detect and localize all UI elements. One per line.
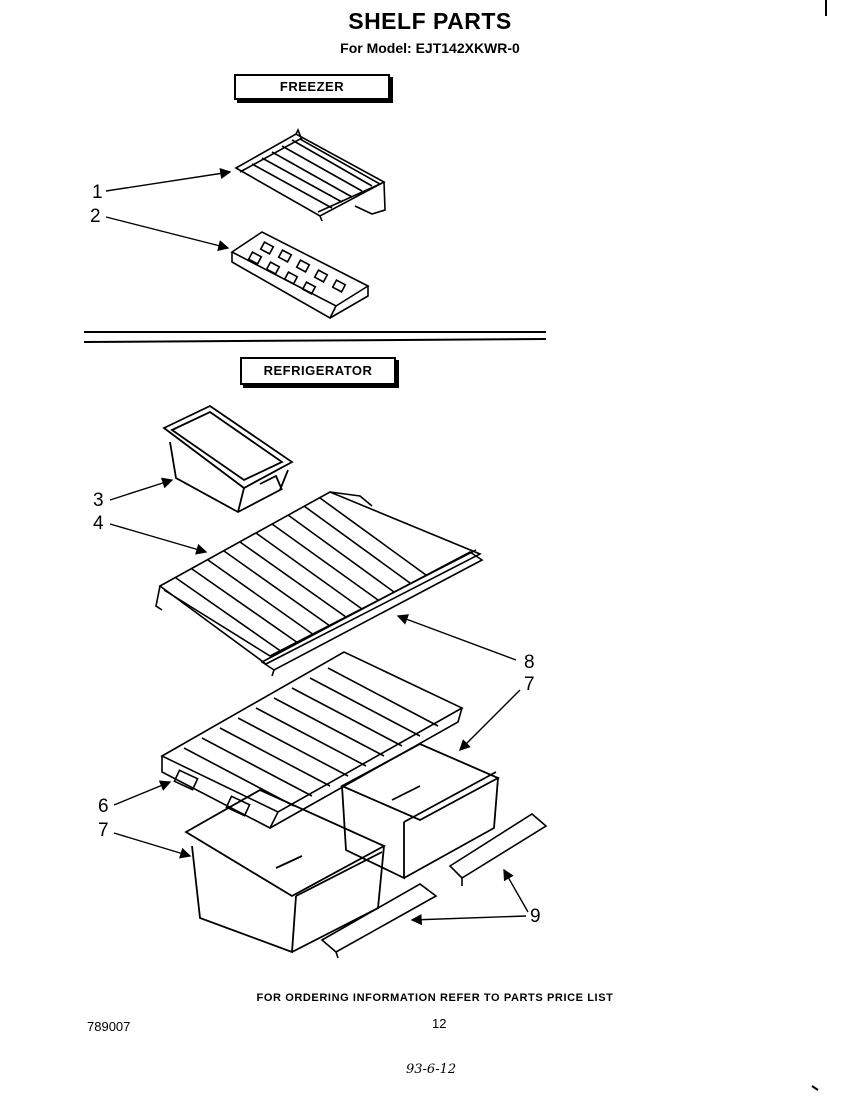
ice-cube-tray bbox=[230, 231, 370, 320]
callout-4: 4 bbox=[93, 513, 104, 534]
document-number: 789007 bbox=[87, 1019, 131, 1034]
callout-6: 6 bbox=[98, 796, 109, 817]
crisper-cover bbox=[160, 651, 464, 830]
freezer-wire-shelf bbox=[234, 128, 386, 222]
crisper-rail-right bbox=[448, 813, 548, 886]
crisper-drawer-right bbox=[339, 743, 501, 880]
page-number: 12 bbox=[432, 1016, 447, 1031]
refrigerator-section-label: REFRIGERATOR bbox=[240, 357, 396, 385]
callout-8: 8 bbox=[524, 652, 535, 673]
callout-9: 9 bbox=[530, 906, 541, 927]
callout-3: 3 bbox=[93, 490, 104, 511]
page-title: SHELF PARTS bbox=[348, 8, 512, 34]
callout-7-right-drawer: 7 bbox=[524, 674, 535, 695]
model-line: For Model: EJT142XKWR-0 bbox=[340, 40, 520, 56]
ordering-info-note: FOR ORDERING INFORMATION REFER TO PARTS … bbox=[256, 992, 614, 1004]
refrigerator-wire-shelf bbox=[155, 491, 482, 665]
handwritten-date: 93-6-12 bbox=[406, 1062, 457, 1077]
section-divider bbox=[83, 331, 547, 343]
utility-bin bbox=[162, 404, 294, 514]
crisper-drawer-left bbox=[184, 788, 387, 954]
callout-2: 2 bbox=[90, 206, 101, 227]
edge-mark-bottom bbox=[811, 1085, 819, 1091]
shelf-front-trim bbox=[260, 551, 484, 677]
callout-1: 1 bbox=[92, 182, 103, 203]
crisper-rail-left bbox=[320, 883, 438, 959]
callout-7-left-drawer: 7 bbox=[98, 820, 109, 841]
freezer-section-label: FREEZER bbox=[234, 74, 390, 100]
leader-lines bbox=[105, 167, 529, 926]
